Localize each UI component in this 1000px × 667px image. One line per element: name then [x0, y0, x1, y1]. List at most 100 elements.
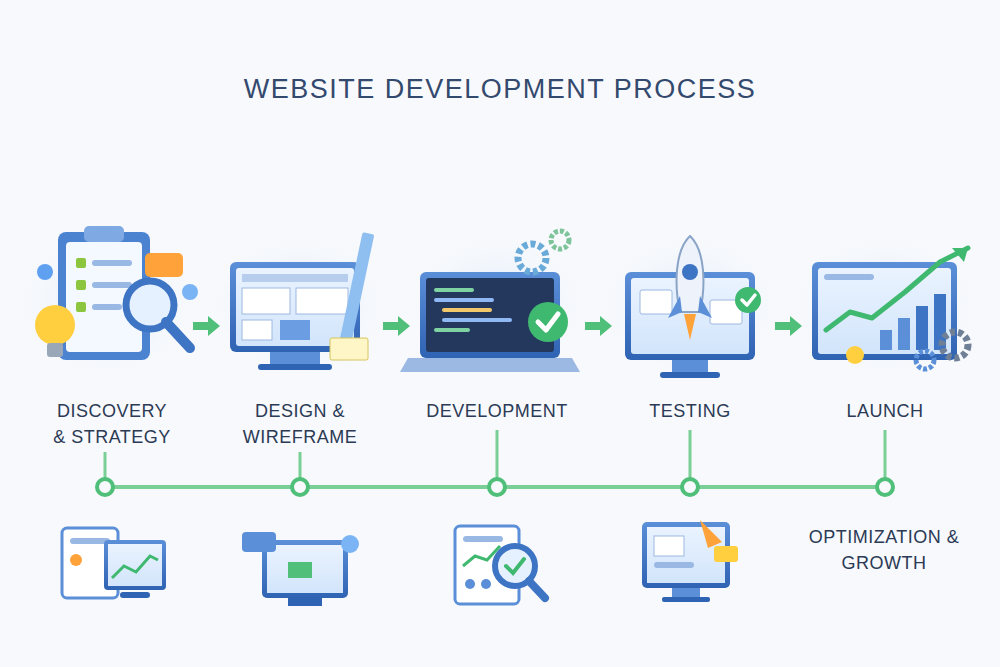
step-label: DISCOVERY & STRATEGY	[53, 398, 171, 450]
background-glow-part	[205, 230, 395, 380]
design-icon-part	[280, 320, 310, 340]
design-icon-part	[296, 288, 348, 314]
analytics-icon-part	[112, 556, 158, 578]
flow-arrow-part	[193, 316, 220, 336]
testing-icon-part	[660, 372, 720, 378]
background-glow	[10, 230, 985, 380]
content-icon-part	[288, 598, 322, 606]
analytics-icon-part	[70, 554, 82, 566]
discovery-icon-part	[92, 282, 132, 288]
timeline-part	[489, 479, 505, 495]
development-icon-part	[551, 231, 569, 249]
deploy-icon-part	[700, 520, 722, 548]
discovery-icon-part	[84, 226, 124, 242]
background-glow-part	[785, 230, 985, 380]
deploy-icon	[642, 520, 738, 602]
development-icon-part	[442, 318, 512, 322]
background-glow-part	[402, 230, 592, 380]
launch-icon-part	[846, 346, 864, 364]
timeline	[97, 430, 893, 495]
launch-icon	[812, 248, 968, 369]
timeline-part	[496, 430, 499, 480]
analytics-icon-part	[70, 538, 110, 544]
design-icon-part	[270, 352, 320, 366]
launch-icon-part	[824, 274, 874, 280]
design-icon-part	[236, 268, 354, 346]
flow-arrow-part	[383, 316, 410, 336]
flow-arrow-part	[775, 316, 802, 336]
design-icon-part	[242, 274, 348, 282]
launch-icon-part	[898, 318, 910, 350]
step-label: LAUNCH	[795, 398, 975, 424]
timeline-part	[299, 452, 302, 480]
step-label: DESIGN & WIREFRAME	[237, 398, 363, 450]
background-glow-part	[595, 230, 785, 380]
analytics-icon	[62, 528, 166, 598]
launch-icon-part	[916, 351, 934, 369]
review-icon-part	[465, 579, 475, 589]
testing-icon-part	[698, 296, 712, 318]
discovery-icon-part	[145, 253, 183, 277]
development-icon-part	[434, 328, 470, 332]
step-label: TESTING	[600, 398, 780, 424]
timeline-part	[97, 479, 113, 495]
design-icon-part	[242, 320, 272, 340]
discovery-icon-part	[76, 280, 86, 290]
testing-icon-part	[640, 290, 672, 314]
development-icon	[400, 231, 580, 372]
timeline-part	[682, 479, 698, 495]
content-icon-part	[288, 562, 312, 578]
discovery-icon-part	[37, 264, 53, 280]
testing-icon-part	[735, 287, 761, 313]
flow-arrow	[193, 316, 802, 336]
step-label: DEVELOPMENT	[397, 398, 597, 424]
design-icon-part	[258, 364, 332, 370]
development-icon-part	[442, 308, 492, 312]
launch-icon-part	[952, 248, 968, 262]
discovery-icon-part	[76, 258, 86, 268]
discovery-icon-part	[166, 322, 190, 348]
testing-icon-part	[682, 264, 698, 280]
design-icon-part	[242, 288, 290, 314]
testing-icon-part	[684, 314, 696, 340]
discovery-icon-part	[47, 343, 63, 357]
review-icon	[455, 526, 545, 604]
analytics-icon-part	[120, 592, 150, 598]
launch-icon-part	[942, 332, 968, 358]
deploy-icon-part	[654, 562, 694, 568]
content-icon-part	[242, 532, 276, 552]
testing-icon-part	[668, 296, 682, 318]
testing-icon-part	[742, 295, 755, 305]
discovery-icon-part	[35, 305, 75, 345]
timeline-part	[877, 479, 893, 495]
timeline-part	[104, 452, 107, 480]
flow-arrow-part	[585, 316, 612, 336]
design-icon	[230, 232, 374, 370]
development-icon-part	[434, 288, 474, 292]
testing-icon-part	[677, 236, 704, 312]
diagram-title: WEBSITE DEVELOPMENT PROCESS	[150, 74, 850, 105]
development-icon-part	[400, 358, 580, 372]
development-icon-part	[528, 302, 568, 342]
content-icon	[242, 532, 359, 606]
deploy-icon-part	[714, 546, 738, 562]
deploy-icon-part	[654, 536, 684, 556]
discovery-icon-part	[92, 260, 132, 266]
discovery-icon-part	[76, 302, 86, 312]
launch-icon-part	[826, 248, 968, 330]
review-icon-part	[529, 581, 545, 598]
development-icon-part	[538, 314, 558, 330]
discovery-icon-part	[182, 284, 198, 300]
review-icon-part	[506, 559, 524, 573]
development-icon-part	[518, 244, 546, 272]
timeline-part	[689, 430, 692, 480]
background-glow-part	[10, 230, 200, 380]
launch-icon-part	[916, 306, 928, 350]
development-icon-part	[434, 298, 494, 302]
testing-icon	[625, 236, 761, 378]
design-icon-part	[338, 232, 375, 352]
review-icon-part	[481, 579, 491, 589]
content-icon-part	[341, 535, 359, 553]
design-icon-part	[330, 338, 368, 360]
discovery-icon-part	[92, 304, 122, 310]
